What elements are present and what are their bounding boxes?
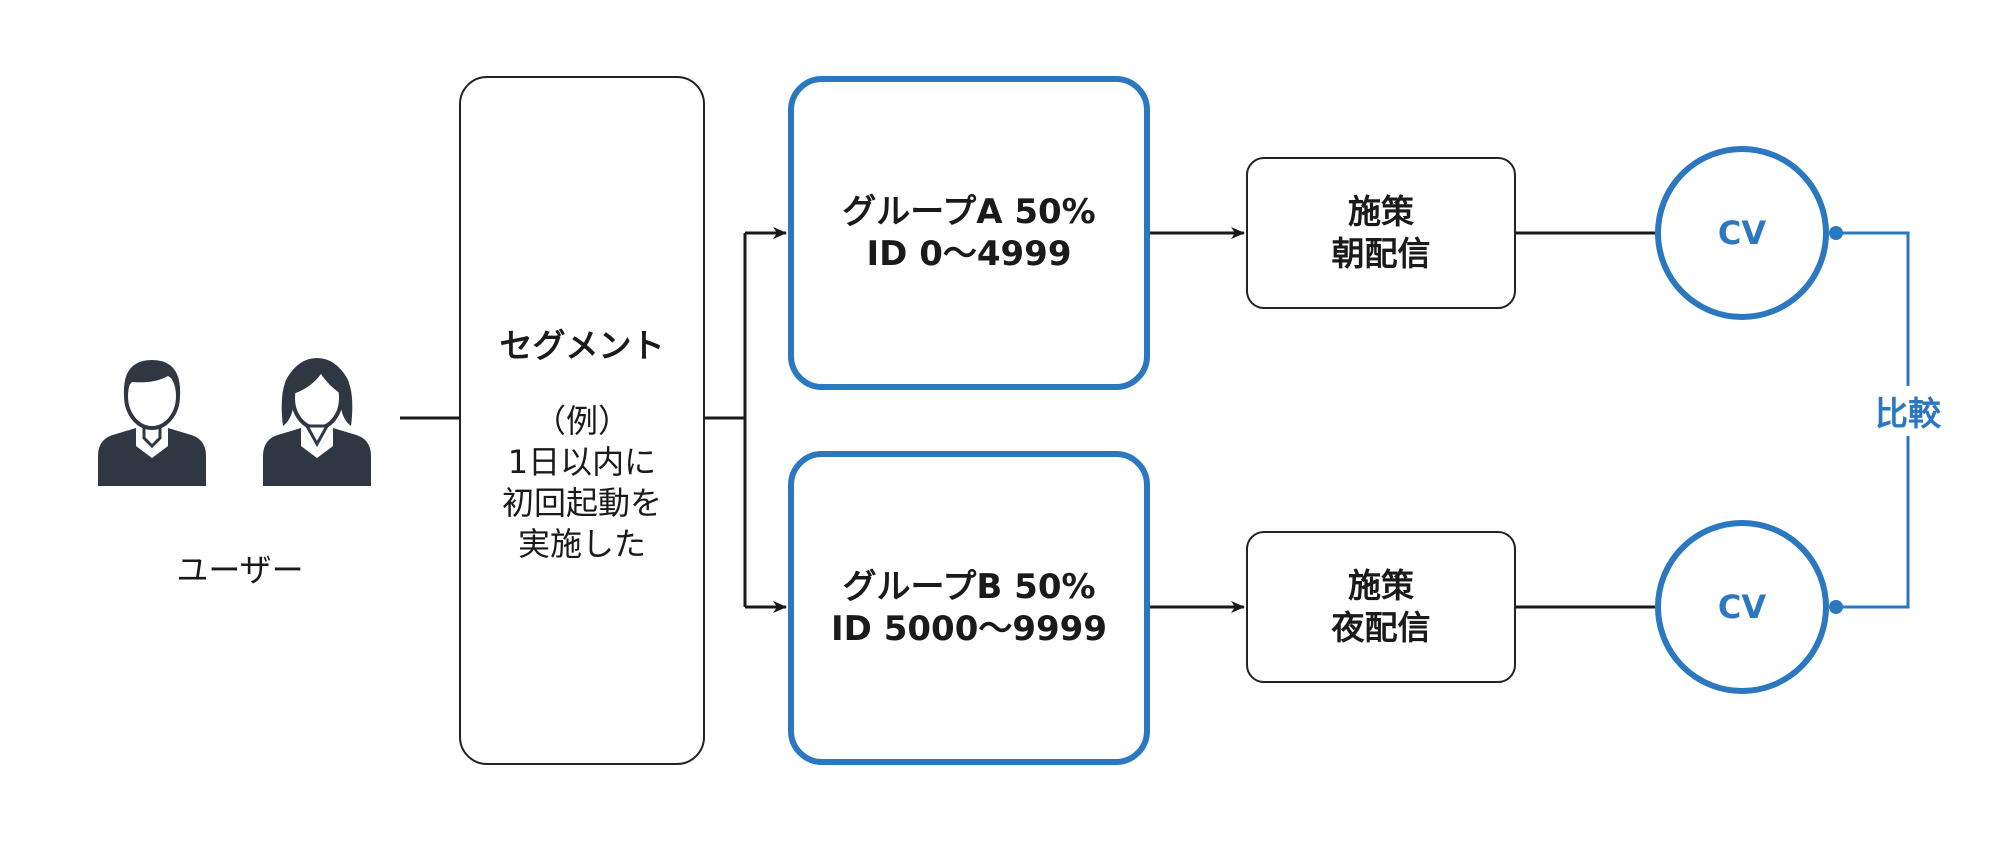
group-b-id-range: ID 5000〜9999 <box>831 609 1107 649</box>
segment-box: セグメント （例） 1日以内に 初回起動を 実施した <box>459 76 705 765</box>
segment-example-line: 実施した <box>517 524 646 563</box>
measure-b-label: 施策 <box>1348 566 1414 605</box>
segment-example: （例） 1日以内に 初回起動を 実施した <box>502 401 662 565</box>
group-b-box: グループB 50% ID 5000〜9999 <box>788 451 1150 765</box>
segment-example-line: （例） <box>533 401 630 440</box>
male-user-icon <box>98 360 206 486</box>
measure-b-box: 施策 夜配信 <box>1246 531 1516 683</box>
comparison-dot-a <box>1829 226 1843 240</box>
users-label: ユーザー <box>176 551 304 589</box>
group-a-box: グループA 50% ID 0〜4999 <box>788 76 1150 390</box>
female-user-icon <box>263 358 371 486</box>
cv-b-label: CV <box>1717 588 1767 626</box>
segment-title: セグメント <box>499 325 665 365</box>
cv-a-circle: CV <box>1655 146 1829 320</box>
comparison-label: 比較 <box>1858 386 1958 436</box>
cv-a-label: CV <box>1717 214 1767 252</box>
measure-a-timing: 朝配信 <box>1331 234 1431 273</box>
comparison-dot-b <box>1829 600 1843 614</box>
segment-example-line: 1日以内に <box>507 442 657 481</box>
group-a-name: グループA 50% <box>842 192 1096 232</box>
group-a-id-range: ID 0〜4999 <box>866 234 1072 274</box>
group-b-name: グループB 50% <box>842 567 1096 607</box>
measure-b-timing: 夜配信 <box>1331 608 1431 647</box>
measure-a-box: 施策 朝配信 <box>1246 157 1516 309</box>
segment-example-line: 初回起動を <box>501 483 662 522</box>
measure-a-label: 施策 <box>1348 192 1414 231</box>
cv-b-circle: CV <box>1655 520 1829 694</box>
